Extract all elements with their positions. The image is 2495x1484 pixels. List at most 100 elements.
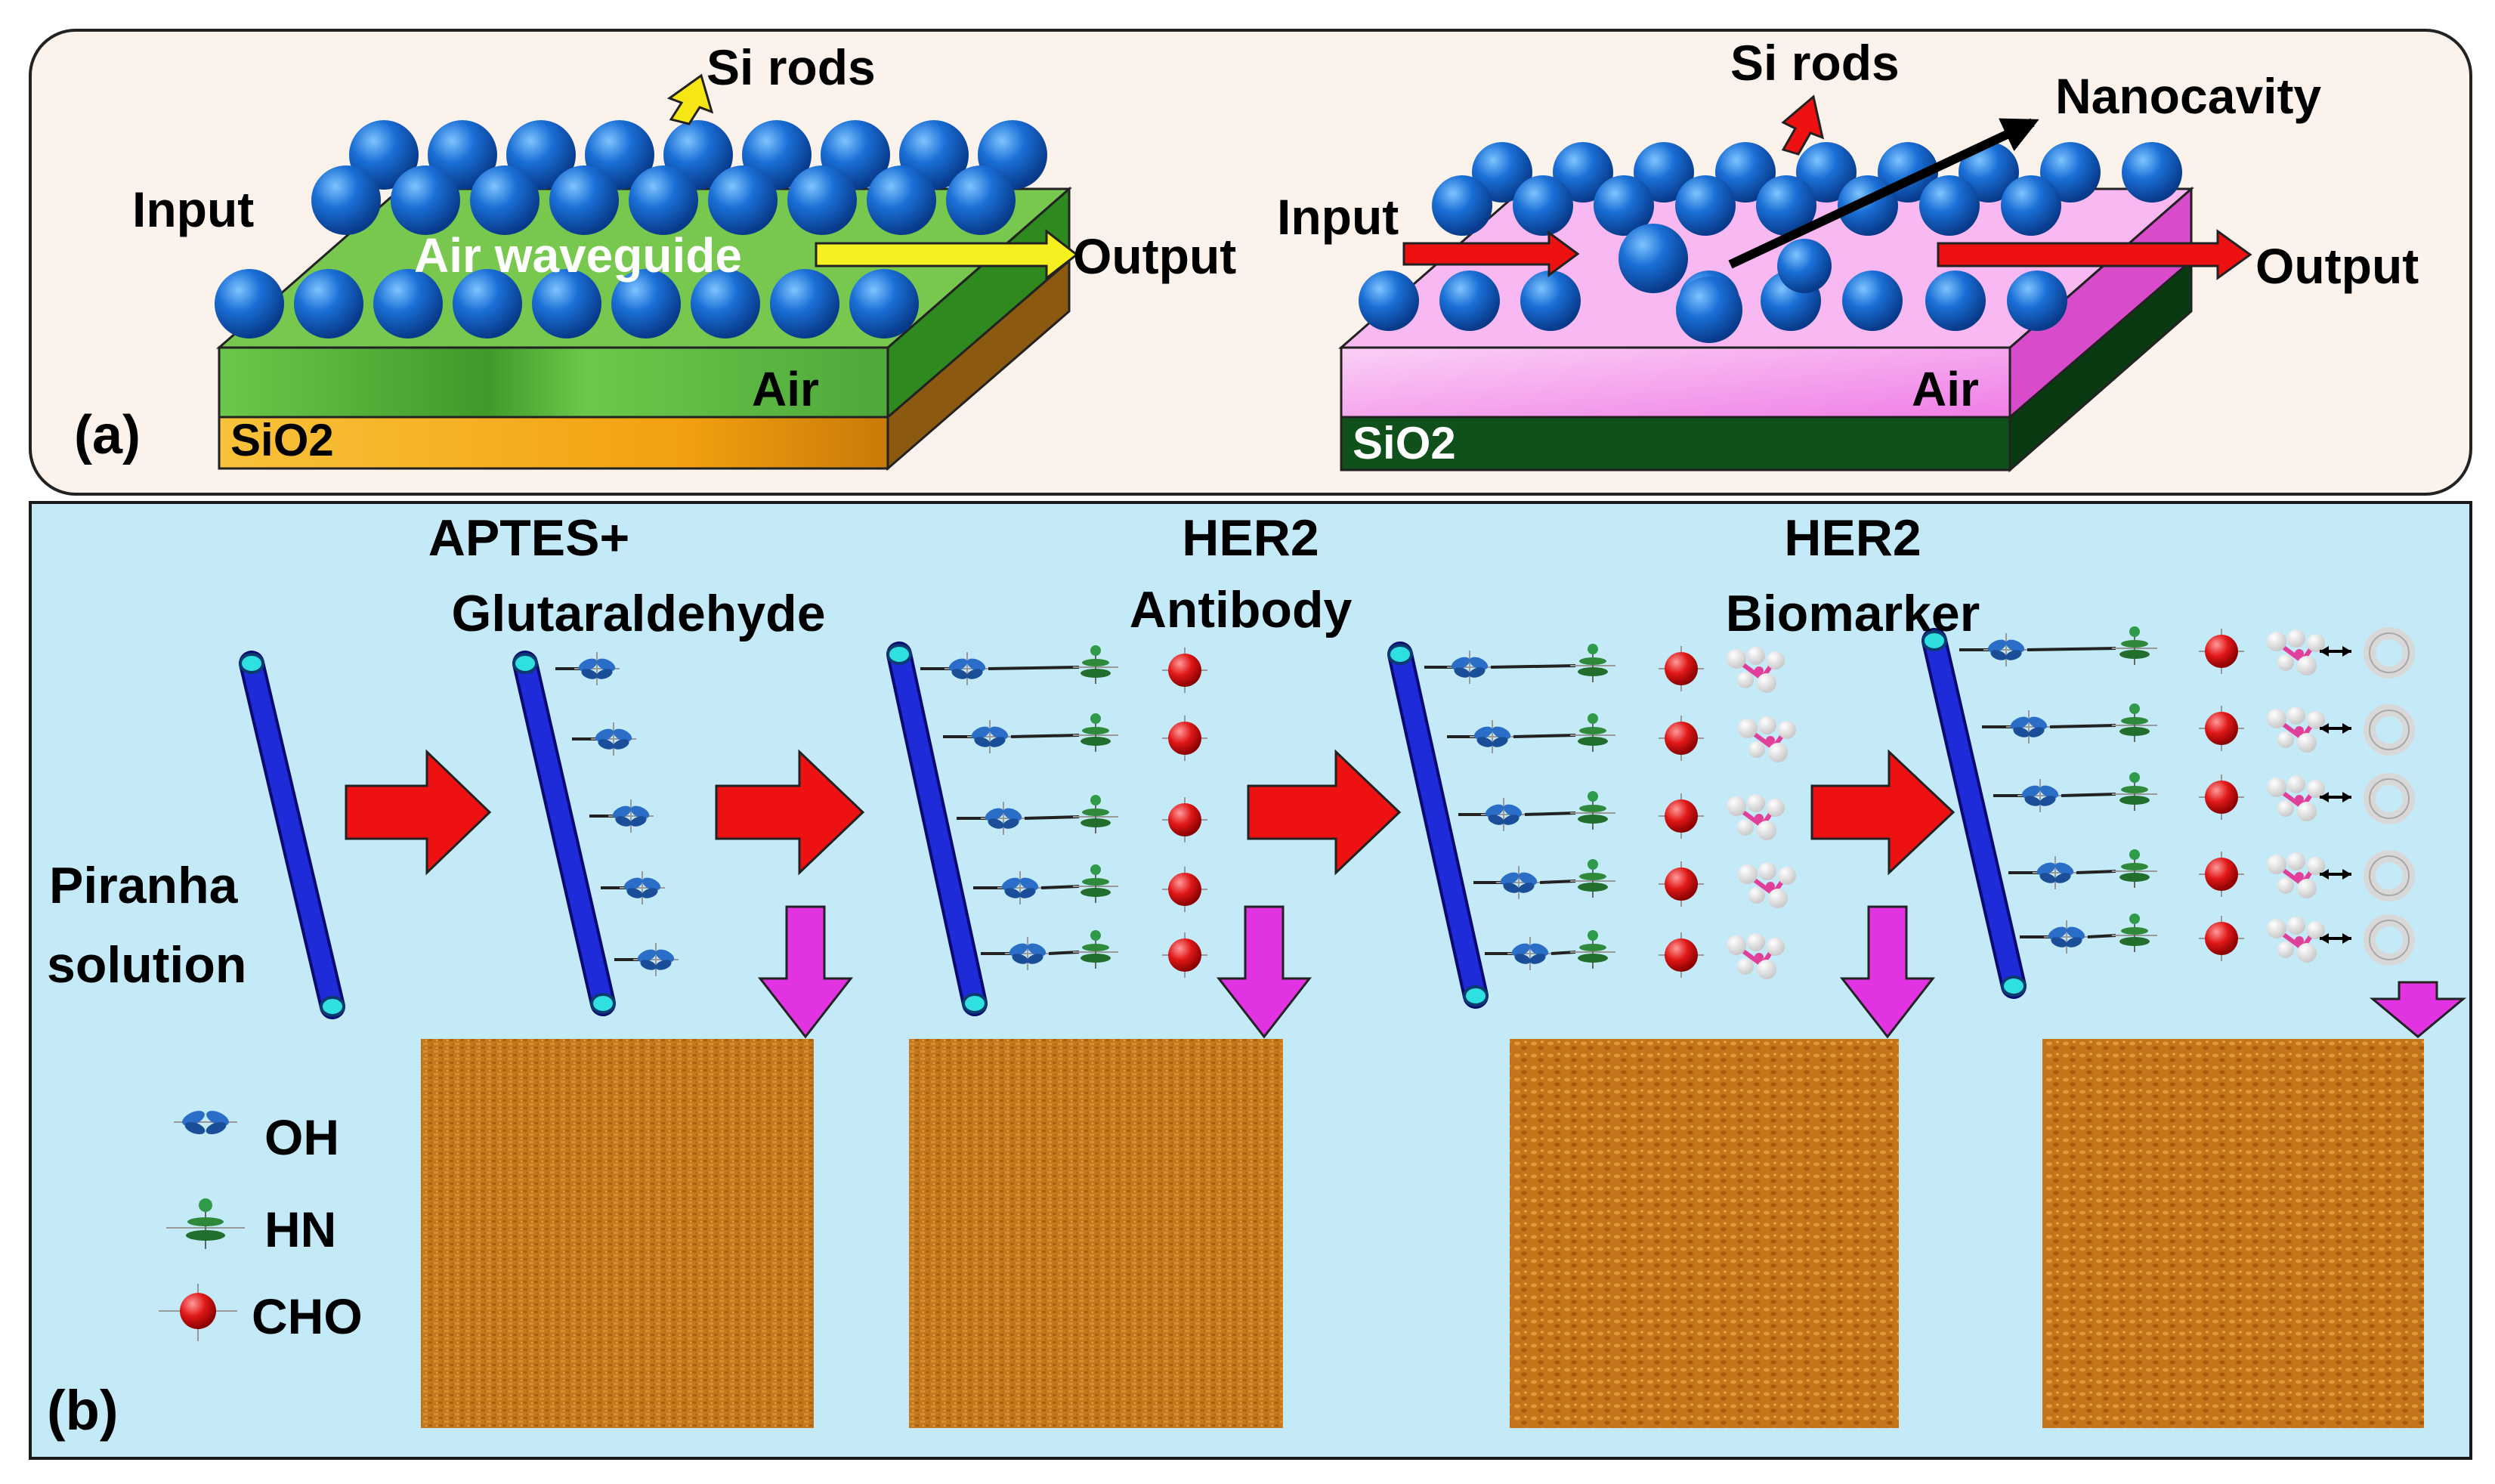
right-sio2-label: SiO2 [1353,418,1456,468]
cho-group [2199,706,2244,751]
binding-arrow-head-left [2320,646,2329,657]
linker-bond [2049,724,2116,728]
biomarker-ring-edge [2369,632,2410,673]
substrate-rod-stage3-bottom-cap [1463,985,1489,1006]
hn-group [1570,713,1615,752]
substrate-rod-stage1-top-cap [512,653,538,674]
legend-hn-label: HN [264,1201,336,1257]
binding-arrow-head-left [2320,869,2329,880]
hn-group [2112,772,2157,811]
linker-bond [2076,870,2116,874]
panel-a: (a) Si rods Input Air waveguide Output A… [29,29,2472,496]
cho-group [2199,852,2244,897]
linker-bond [1040,885,1080,889]
antibody-molecule [1727,647,1785,693]
process-arrow-4 [1810,749,1955,876]
nanocavity-sphere [1777,239,1832,293]
step2-label-line1: HER2 [1182,509,1319,567]
linker-bond [1524,812,1576,816]
si-rod-sphere [1919,175,1980,236]
cho-group [2199,916,2244,961]
si-rod-sphere [1715,142,1776,203]
biomarker-ring-edge [2369,920,2410,960]
antibody-molecule [1727,794,1785,840]
biomarker-ring-edge [2369,855,2410,896]
antibody-molecule [2267,852,2325,898]
cho-group [1162,932,1207,978]
si-rod-sphere [708,165,778,235]
down-arrow-4 [2369,981,2467,1038]
linker-bond [1539,880,1576,884]
si-rod-sphere [453,269,522,339]
cho-group [1659,793,1704,839]
nanocavity-pointer-arrow [1728,118,2039,269]
substrate-rod-stage0-top-cap [239,653,264,674]
oh-group [2017,779,2063,812]
step0-label-line2: solution [47,936,246,994]
process-arrow-3 [1247,749,1402,876]
step2-label-line2: Antibody [1130,581,1353,638]
nanocavity-sphere [1676,277,1742,343]
step1-label-line2: Glutaraldehyde [451,585,825,642]
cho-group [1162,648,1207,693]
oh-group [1496,866,1541,899]
substrate-rod-stage3-core [1390,645,1486,1006]
si-rod-sphere [532,269,601,339]
antibody-molecule [2267,917,2325,963]
si-rod-sphere [1796,142,1857,203]
si-rod-sphere [1432,175,1492,236]
left-si-rods-label: Si rods [706,39,876,95]
binding-arrow-head-left [2320,792,2329,802]
left-output-label: Output [1073,228,1236,284]
binding-arrow-head-right [2342,792,2351,802]
oh-group [620,871,665,904]
linker-bond [1513,734,1576,738]
si-rod-sphere [2122,142,2182,203]
hn-group [1570,930,1615,969]
panel-a-tag: (a) [74,405,141,465]
legend-cho-label: CHO [252,1288,363,1344]
process-arrow-1 [345,749,492,876]
binding-arrow-head-right [2342,723,2351,734]
si-rod-sphere [2007,271,2067,331]
substrate-rod-stage4-bottom-cap [2001,975,2027,997]
antibody-molecule [2267,775,2325,821]
si-rod-sphere [1675,175,1736,236]
si-rod-sphere [1925,271,1986,331]
linker-bond [988,666,1080,670]
antibody-molecule [1727,933,1785,979]
left-air-label: Air [752,362,819,416]
down-arrow-2 [1216,905,1312,1039]
oh-group [1005,937,1050,970]
left-sio2-label: SiO2 [230,415,334,465]
si-rod-sphere [294,269,363,339]
step0-label-line1: Piranha [49,857,239,914]
si-rod-sphere [770,269,839,339]
substrate-rod-stage0-core [242,654,342,1016]
si-rod-sphere [867,165,936,235]
cho-group [1659,716,1704,761]
cho-group [2199,774,2244,820]
oh-group [981,802,1026,835]
hn-group [1570,791,1615,830]
binding-arrow-head-right [2342,646,2351,657]
si-rod-sphere [470,165,540,235]
cho-group [1659,932,1704,978]
oh-group [2044,920,2089,954]
si-rod-sphere [691,269,760,339]
si-rod-sphere [1359,271,1419,331]
legend-cho-symbol [159,1284,237,1341]
si-rod-sphere [311,165,381,235]
oh-group [967,720,1013,753]
panel-b-tag: (b) [47,1379,119,1442]
substrate-rod-stage4-core [1925,631,2024,996]
oh-group [608,799,654,833]
si-rod-sphere [215,269,284,339]
right-output-label: Output [2255,238,2419,294]
antibody-molecule [2267,706,2325,753]
oh-group [1470,720,1515,753]
oh-group [1481,798,1526,831]
si-rod-sphere [849,269,919,339]
step3-label-line1: HER2 [1784,509,1921,567]
oh-group [1983,633,2029,666]
